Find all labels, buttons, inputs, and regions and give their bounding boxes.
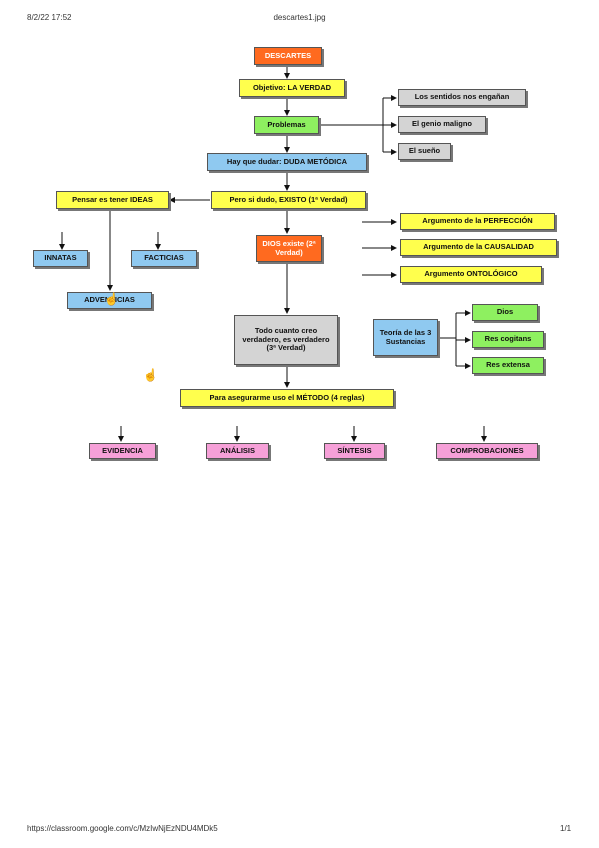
- node-analisis: ANÁLISIS: [206, 443, 269, 459]
- node-sustancia-dios: Dios: [472, 304, 538, 321]
- node-dios-existe: DIOS existe (2ª Verdad): [256, 235, 322, 262]
- node-argumento-causalidad: Argumento de la CAUSALIDAD: [400, 239, 557, 256]
- node-comprobaciones: COMPROBACIONES: [436, 443, 538, 459]
- node-sentidos: Los sentidos nos engañan: [398, 89, 526, 106]
- hand-cursor-icon: ☝: [104, 292, 119, 306]
- print-page-number: 1/1: [560, 824, 572, 833]
- node-metodo: Para asegurarme uso el MÉTODO (4 reglas): [180, 389, 394, 407]
- hand-cursor-icon-2: ☝: [143, 368, 158, 382]
- node-sintesis: SÍNTESIS: [324, 443, 385, 459]
- node-facticias: FACTICIAS: [131, 250, 197, 267]
- node-existo: Pero si dudo, EXISTO (1ª Verdad): [211, 191, 366, 209]
- node-innatas: INNATAS: [33, 250, 88, 267]
- node-argumento-perfeccion: Argumento de la PERFECCIÓN: [400, 213, 555, 230]
- node-sueno: El sueño: [398, 143, 451, 160]
- node-evidencia: EVIDENCIA: [89, 443, 156, 459]
- node-res-extensa: Res extensa: [472, 357, 544, 374]
- node-ideas: Pensar es tener IDEAS: [56, 191, 169, 209]
- node-tercera-verdad: Todo cuanto creo verdadero, es verdadero…: [234, 315, 338, 365]
- node-objetivo: Objetivo: LA VERDAD: [239, 79, 345, 97]
- node-descartes: DESCARTES: [254, 47, 322, 65]
- print-filename: descartes1.jpg: [273, 13, 326, 22]
- print-url: https://classroom.google.com/c/MzIwNjEzN…: [27, 824, 218, 833]
- node-genio-maligno: El genio maligno: [398, 116, 486, 133]
- node-problemas: Problemas: [254, 116, 319, 134]
- node-duda-metodica: Hay que dudar: DUDA METÓDICA: [207, 153, 367, 171]
- node-argumento-ontologico: Argumento ONTOLÓGICO: [400, 266, 542, 283]
- node-res-cogitans: Res cogitans: [472, 331, 544, 348]
- node-teoria-sustancias: Teoría de las 3 Sustancias: [373, 319, 438, 356]
- node-adventicias: ADVENTICIAS: [67, 292, 152, 309]
- print-date: 8/2/22 17:52: [27, 13, 72, 22]
